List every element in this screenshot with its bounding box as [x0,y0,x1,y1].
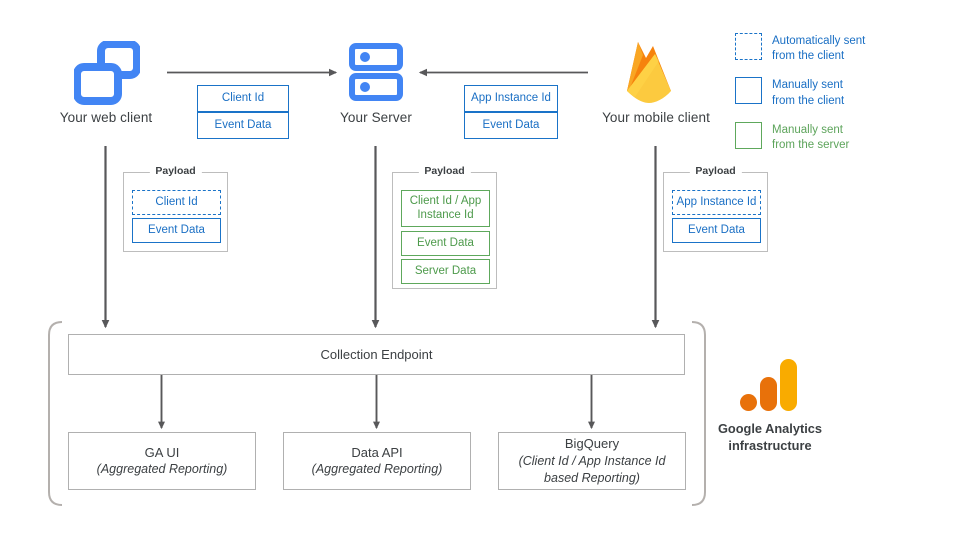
payload-item-server-data: Server Data [401,259,490,284]
legend-swatch-solid-blue [735,77,762,105]
output-box-ga-ui: GA UI (Aggregated Reporting) [68,432,256,490]
payload-item-client-id: Client Id [132,190,221,215]
payload-item-event-data: Event Data [672,218,761,243]
payload-web-client: Payload Client Id Event Data [123,165,228,252]
legend-swatch-solid-green [735,121,762,149]
google-analytics-logo [740,359,797,411]
payload-item-app-instance-id: App Instance Id [672,190,761,215]
legend-label-line2: from the client [772,50,845,63]
legend-swatch-dashed-blue [735,33,762,60]
payload-title: Payload [689,165,742,177]
legend-item-automatic-client: Automatically sent from the client [735,33,955,64]
output-subtitle: (Client Id / App Instance Id based Repor… [518,453,666,485]
payload-title: Payload [149,165,202,177]
firebase-flame-icon [627,42,671,103]
legend-label-line2: from the client [772,94,845,107]
legend-item-manual-server: Manually sent from the server [735,121,955,153]
transfer-box-mobile-app-instance-id: App Instance Id [464,85,558,112]
payload-item-client-id-app-instance-id: Client Id / App Instance Id [401,190,490,227]
transfer-box-web-client-id: Client Id [197,85,289,112]
legend-label-line2: from the server [772,138,850,151]
payload-server: Payload Client Id / App Instance Id Even… [392,165,497,289]
legend-label-line1: Manually sent [772,123,843,136]
output-title: GA UI [144,444,180,460]
transfer-box-web-event-data: Event Data [197,112,289,139]
output-subtitle: (Aggregated Reporting) [311,462,443,477]
server-rack-icon [349,43,403,101]
node-label-web-client: Your web client [59,110,153,125]
legend-label-line1: Manually sent [772,79,843,92]
output-box-bigquery: BigQuery (Client Id / App Instance Id ba… [498,432,686,490]
bracket-left [48,321,63,506]
node-label-mobile-client: Your mobile client [602,110,710,125]
collection-endpoint-label: Collection Endpoint [320,346,433,362]
output-title: Data API [351,444,403,460]
output-title: BigQuery [564,436,620,452]
payload-item-event-data: Event Data [401,231,490,256]
output-subtitle: (Aggregated Reporting) [96,462,228,477]
output-box-data-api: Data API (Aggregated Reporting) [283,432,471,490]
payload-item-event-data: Event Data [132,218,221,243]
legend: Automatically sent from the client Manua… [735,33,955,166]
transfer-box-mobile-event-data: Event Data [464,112,558,139]
bracket-right [691,321,706,506]
ga-infrastructure-label: Google Analytics infrastructure [717,421,823,454]
legend-label-line1: Automatically sent [772,35,866,47]
legend-item-manual-client: Manually sent from the client [735,77,955,108]
collection-endpoint-box: Collection Endpoint [68,334,685,375]
payload-mobile-client: Payload App Instance Id Event Data [663,165,768,252]
web-windows-icon [74,41,140,105]
node-label-server: Your Server [340,110,412,125]
payload-title: Payload [418,165,471,177]
